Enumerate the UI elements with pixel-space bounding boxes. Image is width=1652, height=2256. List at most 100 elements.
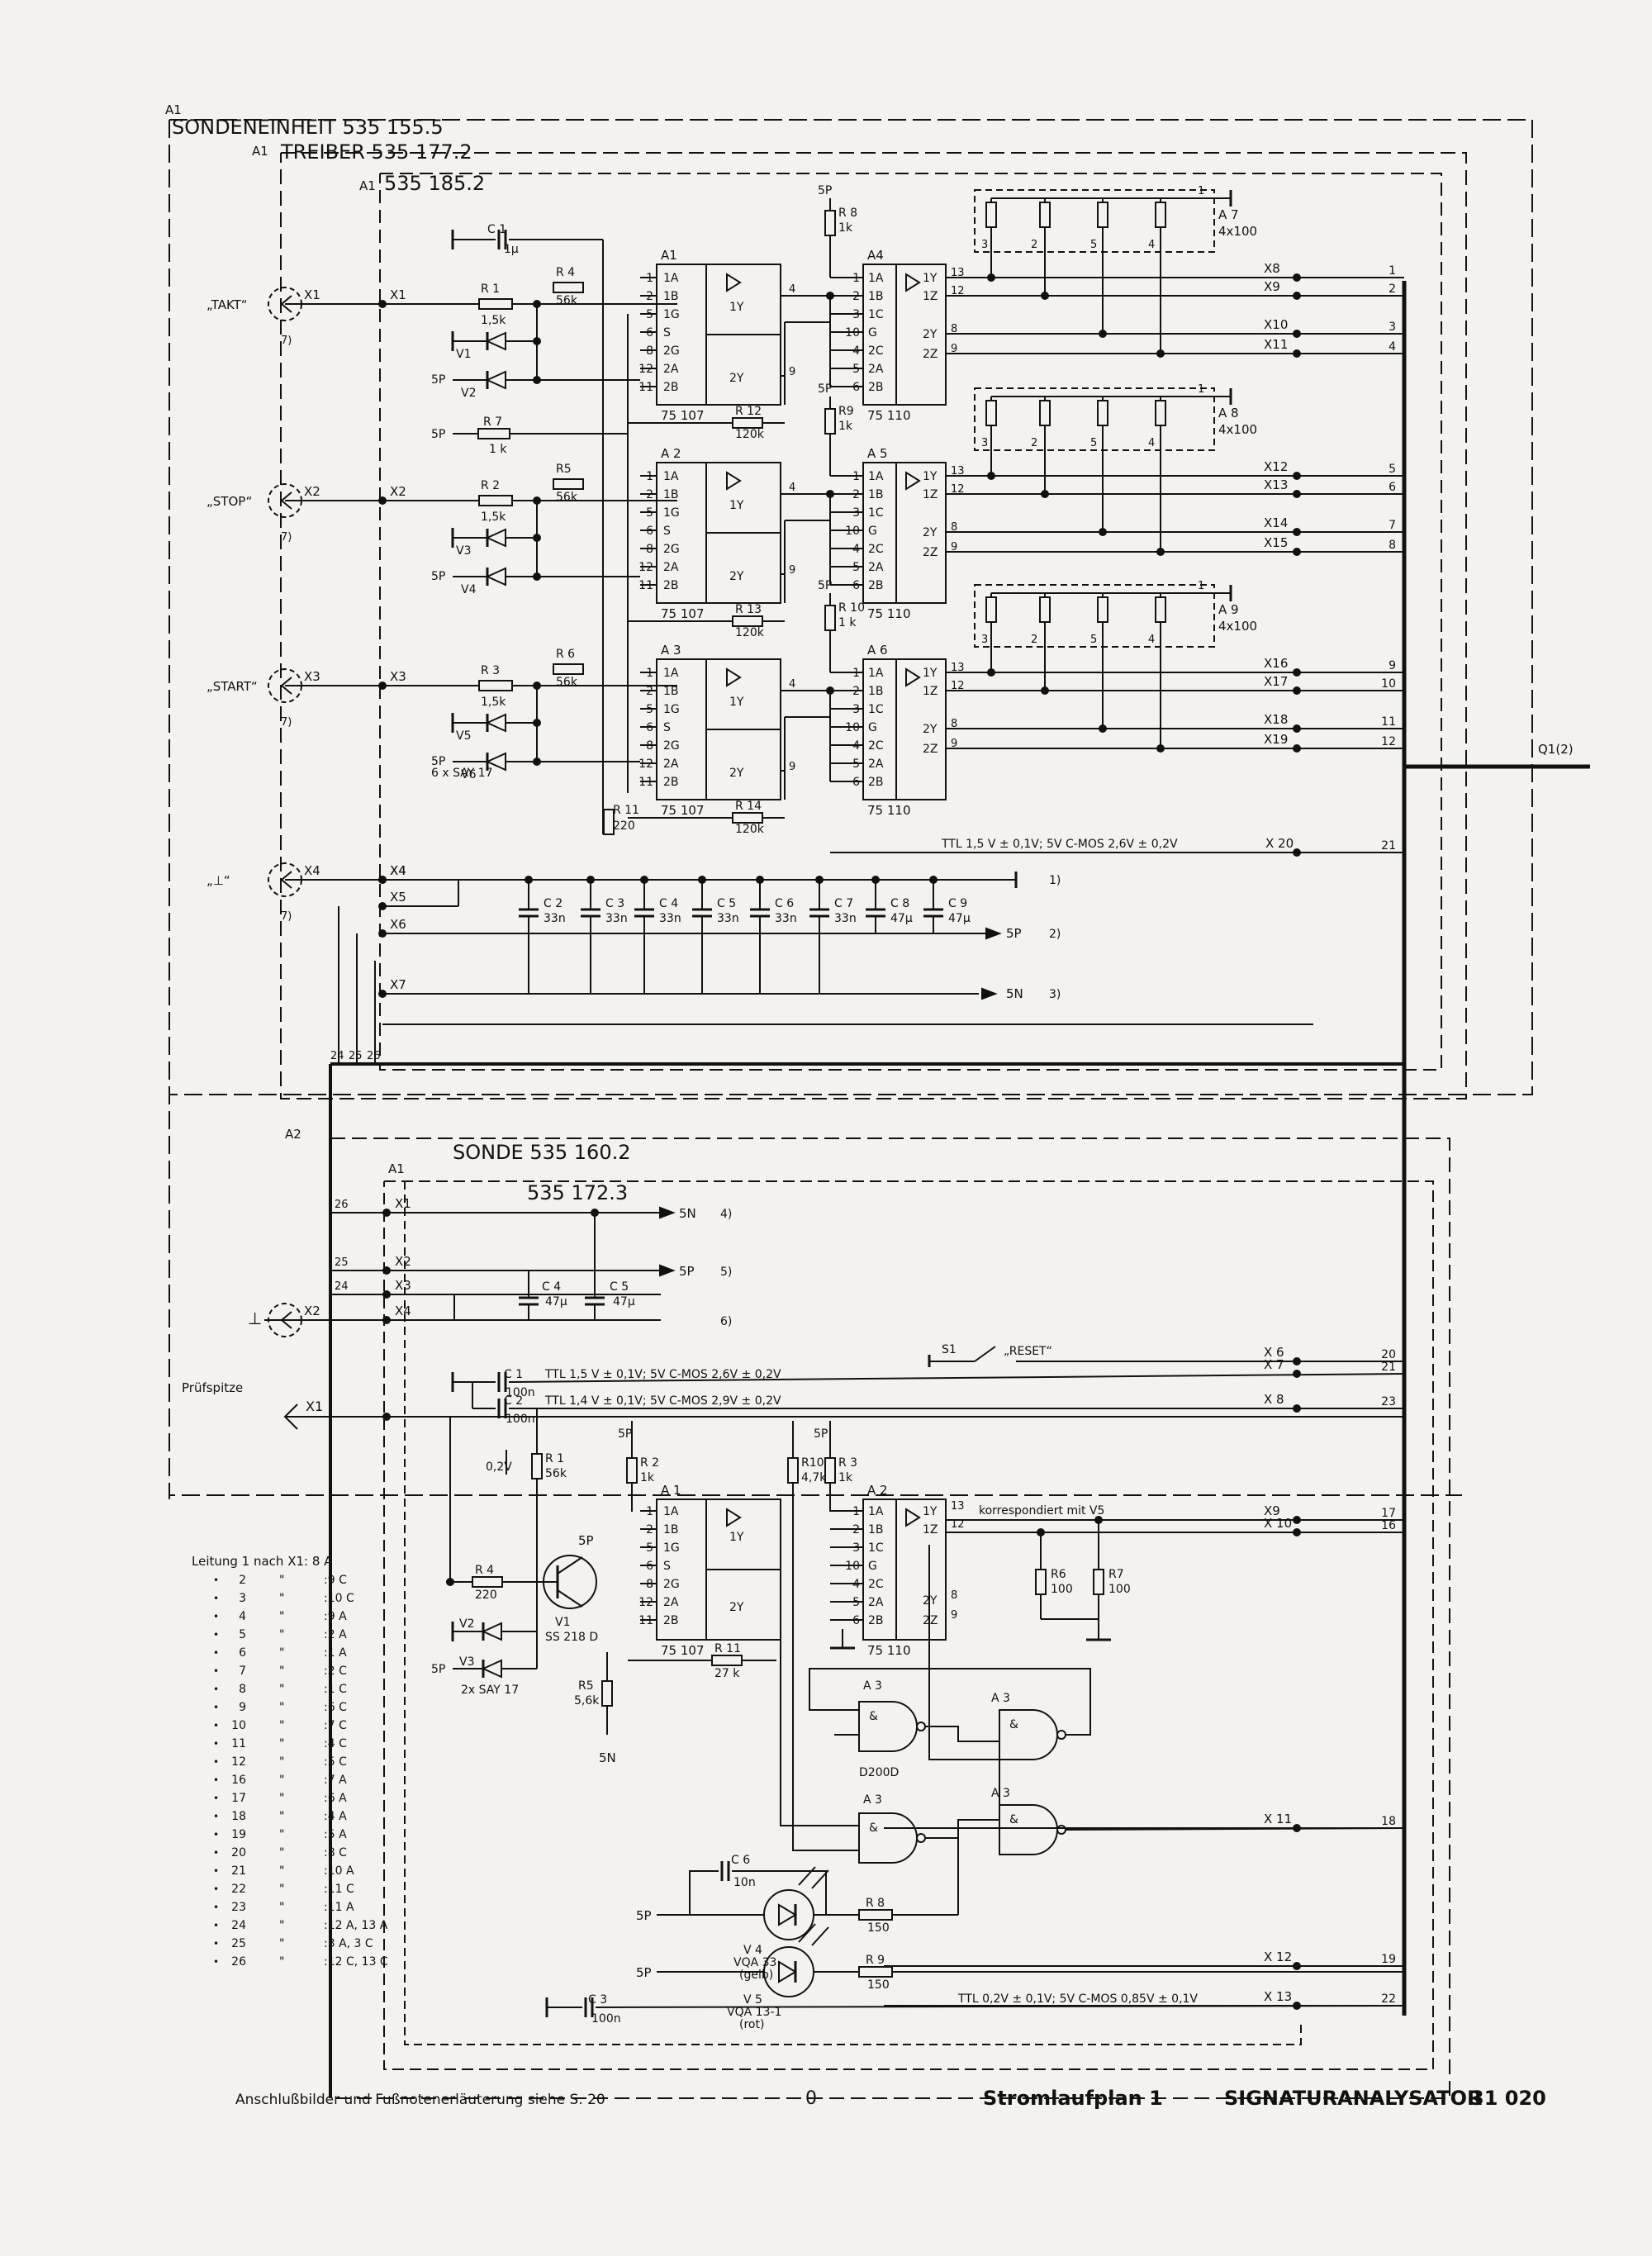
junction-dot bbox=[533, 572, 541, 581]
supply-label: 5P bbox=[636, 1965, 652, 1980]
junction-dot bbox=[446, 1578, 454, 1586]
wiring-row-number: 18 bbox=[231, 1810, 246, 1823]
ic-pin-number: 9 bbox=[951, 343, 957, 355]
korrespondiert-note: korrespondiert mit V5 bbox=[979, 1504, 1104, 1517]
rail-arrow bbox=[981, 987, 998, 1000]
ic-pin-number: 11 bbox=[638, 1614, 653, 1627]
pull-resistor bbox=[553, 282, 584, 293]
gate-wire bbox=[925, 1726, 999, 1742]
resistor-value: 1k bbox=[640, 1471, 655, 1484]
ic-pin-name: 1Y bbox=[923, 470, 938, 483]
ic-type: 75 107 bbox=[661, 606, 705, 621]
ic-pin-number: 12 bbox=[951, 680, 965, 692]
network-resistor bbox=[1155, 596, 1166, 623]
junction-dot bbox=[378, 496, 387, 505]
output-line-number: 1 bbox=[1389, 264, 1396, 278]
wiring-row-target: :9 C bbox=[324, 1574, 347, 1587]
wiring-row-number: 23 bbox=[231, 1901, 246, 1914]
ic-pin-name: 1B bbox=[663, 290, 679, 303]
ic-pin-number: 12 bbox=[638, 363, 653, 376]
junction-dot bbox=[1293, 686, 1301, 695]
junction-dot bbox=[815, 876, 824, 884]
output-connector: X17 bbox=[1264, 674, 1288, 689]
module-ref: A1 bbox=[252, 144, 268, 159]
input-connector-jack bbox=[268, 287, 302, 321]
ic-pin-number: 8 bbox=[951, 521, 957, 534]
rail-arrow bbox=[659, 1264, 676, 1277]
supply-label: 5P bbox=[431, 755, 445, 768]
junction-dot bbox=[382, 1413, 391, 1421]
ic-pin-number: 10 bbox=[845, 721, 860, 734]
resistor-name: R 1 bbox=[545, 1452, 564, 1465]
junction-dot bbox=[1293, 2002, 1301, 2010]
ttl-level-note: TTL 1,5 V ± 0,1V; 5V C-MOS 2,6V ± 0,2V bbox=[544, 1368, 781, 1381]
supply-label: 5P bbox=[578, 1533, 594, 1548]
wiring-row-ditto: " bbox=[279, 1937, 284, 1950]
feedback-resistor bbox=[732, 812, 763, 824]
output-line-number: 5 bbox=[1389, 463, 1396, 476]
output-connector: X19 bbox=[1264, 732, 1288, 747]
ic-pin-name: 1Y bbox=[729, 301, 744, 314]
wiring-row-bullet: • bbox=[213, 1702, 219, 1713]
pull-resistor bbox=[553, 663, 584, 675]
wiring-row-bullet: • bbox=[213, 1811, 219, 1822]
cap-value: 100n bbox=[506, 1386, 535, 1399]
supply-label: 5P bbox=[818, 184, 832, 197]
wiring-row-bullet: • bbox=[213, 1902, 219, 1913]
ic-pin-name: 2B bbox=[663, 1614, 679, 1627]
network-designator: A 8 bbox=[1218, 406, 1239, 420]
junction-dot bbox=[382, 1290, 391, 1299]
node-label: X2 bbox=[395, 1254, 411, 1269]
junction-dot bbox=[1293, 548, 1301, 556]
network-pin: 5 bbox=[1090, 437, 1097, 449]
resistor-name: R 13 bbox=[735, 603, 762, 616]
junction-dot bbox=[533, 719, 541, 727]
ic-75107 bbox=[656, 264, 781, 406]
resistor-name: R 1 bbox=[481, 283, 500, 296]
resistor-name: R 2 bbox=[640, 1456, 659, 1470]
resistor-value: 1,5k bbox=[481, 511, 506, 524]
output-line-number: 10 bbox=[1381, 677, 1396, 691]
wiring-row-ditto: " bbox=[279, 1628, 284, 1641]
junction-dot bbox=[1293, 490, 1301, 498]
link-pin-number: 25 bbox=[349, 1050, 363, 1062]
rail-label: 5P bbox=[679, 1264, 695, 1279]
junction-dot bbox=[1293, 1824, 1301, 1832]
ic-pin-number: 12 bbox=[638, 561, 653, 574]
wiring-row-target: :1 C bbox=[324, 1683, 347, 1696]
nand-gate bbox=[1056, 1825, 1066, 1835]
nand-gate bbox=[916, 1833, 926, 1843]
ic-pin-name: S bbox=[663, 525, 671, 538]
network-pin: 2 bbox=[1031, 437, 1037, 449]
ic-pin-name: 2B bbox=[868, 1614, 884, 1627]
ic-pin-number: 11 bbox=[638, 381, 653, 394]
link-pin-number: 24 bbox=[335, 1280, 349, 1293]
rail-footnote: 6) bbox=[720, 1315, 732, 1328]
wiring-row-ditto: " bbox=[279, 1683, 284, 1696]
output-line-number: 21 bbox=[1381, 1361, 1396, 1374]
sheet-title: Stromlaufplan 1 bbox=[983, 2087, 1163, 2110]
resistor-name: R 11 bbox=[613, 804, 639, 817]
ic-pin-name: 2Y bbox=[729, 767, 744, 780]
cap-name: C 3 bbox=[605, 897, 624, 910]
ic-pin-name: 1G bbox=[663, 506, 680, 520]
junction-dot bbox=[698, 876, 706, 884]
transistor-emitter bbox=[557, 1589, 583, 1608]
module-title: SONDE 535 160.2 bbox=[453, 1141, 631, 1164]
supply-label: 5P bbox=[818, 382, 832, 396]
input-connector-jack bbox=[280, 677, 292, 695]
ttl-level-note: TTL 1,5 V ± 0,1V; 5V C-MOS 2,6V ± 0,2V bbox=[941, 838, 1178, 851]
supply-label: 5P bbox=[636, 1908, 652, 1923]
resistor-name: R 10 bbox=[838, 601, 865, 615]
rail-arrow bbox=[659, 1206, 676, 1219]
output-line-number: 21 bbox=[1381, 839, 1396, 853]
wiring-row-target: :5 A bbox=[324, 1828, 347, 1841]
series-resistor bbox=[478, 680, 513, 691]
ic-pin-number: 2 bbox=[852, 488, 860, 501]
ic-pin-name: 1G bbox=[663, 308, 680, 321]
frame-sonde-inner2 bbox=[404, 1181, 1302, 2045]
diode-name: V3 bbox=[459, 1655, 474, 1669]
ic-pin-number: 6 bbox=[852, 381, 860, 394]
resistor-name: R9 bbox=[838, 405, 854, 418]
